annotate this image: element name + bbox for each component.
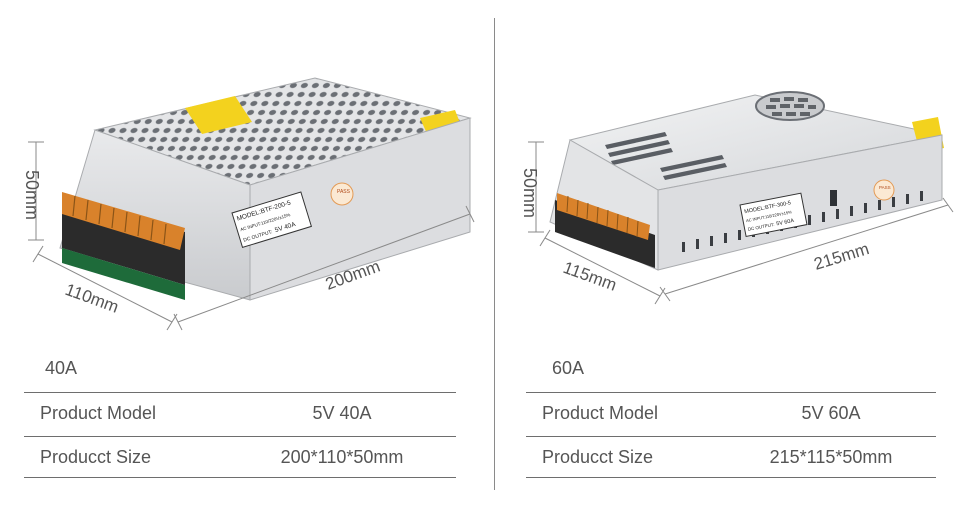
dimension-length-60a: 215mm	[812, 239, 872, 274]
fan-grille-icon	[755, 91, 825, 121]
svg-text:PASS: PASS	[879, 185, 891, 190]
spec-label: Product Model	[40, 403, 157, 423]
pass-sticker-60a: PASS	[873, 179, 895, 201]
panel-divider	[494, 18, 495, 490]
spec-row-size-40a: Producct Size 200*110*50mm	[24, 436, 456, 478]
caption-40a: 40A	[45, 358, 78, 378]
spec-label: Producct Size	[542, 447, 654, 467]
dimension-width-40a: 110mm	[63, 280, 122, 317]
spec-value: 5V 40A	[312, 403, 372, 423]
caption-60a: 60A	[552, 358, 585, 378]
power-supply-60a-illustration: MODEL:BTF-300-5 AC INPUT:110/220V±15% DC…	[520, 91, 954, 305]
spec-row-model-40a: Product Model 5V 40A	[24, 392, 456, 433]
power-supply-40a-illustration: MODEL:BTF-200-5 AC INPUT:110/220V±15% DC…	[22, 77, 475, 331]
spec-row-model-60a: Product Model 5V 60A	[526, 392, 936, 433]
svg-text:PASS: PASS	[337, 189, 351, 195]
spec-label: Product Model	[542, 403, 659, 423]
svg-text:DC OUTPUT:5V 60A: DC OUTPUT:5V 60A	[747, 218, 795, 233]
pass-sticker-40a: PASS	[330, 182, 354, 206]
product-panel-40a: MODEL:BTF-200-5 AC INPUT:110/220V±15% DC…	[22, 77, 475, 478]
dimension-height-60a: 50mm	[520, 168, 540, 218]
spec-value: 5V 60A	[801, 403, 861, 423]
product-panel-60a: MODEL:BTF-300-5 AC INPUT:110/220V±15% DC…	[500, 0, 960, 510]
spec-value: 215*115*50mm	[769, 447, 893, 467]
dc-output-prefix-60a: DC OUTPUT:	[747, 222, 774, 232]
spec-label: Producct Size	[40, 447, 152, 467]
spec-row-size-60a: Producct Size 215*115*50mm	[526, 436, 936, 478]
dc-output-value-60a: 5V 60A	[776, 218, 795, 227]
spec-value: 200*110*50mm	[280, 447, 404, 467]
dimension-height-40a: 50mm	[22, 170, 42, 220]
dimension-width-60a: 115mm	[561, 258, 620, 295]
